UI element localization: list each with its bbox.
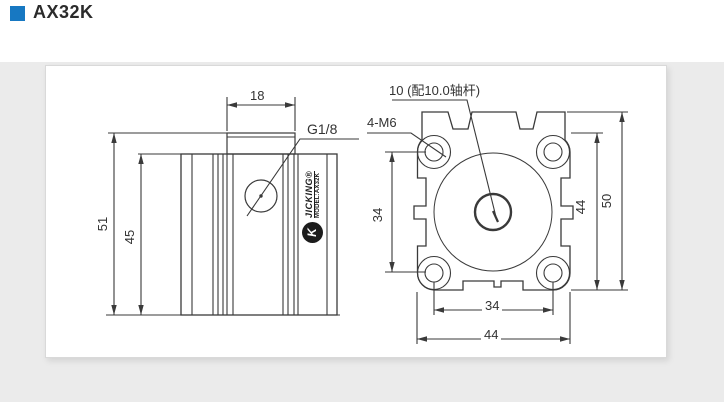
dim-label-total-height-side: 51 xyxy=(95,216,111,232)
bore-circle xyxy=(433,152,553,272)
port-leader-line xyxy=(246,138,359,217)
dim-45 xyxy=(138,154,144,315)
blue-square-bullet-icon xyxy=(10,6,25,21)
brand-plate: K JICKING® MODEL:AX32K xyxy=(296,151,328,243)
side-view xyxy=(106,97,359,316)
port-circle xyxy=(244,179,278,213)
front-view xyxy=(367,99,628,344)
dim-label-inner-height: 44 xyxy=(573,199,589,215)
dim-label-body-height: 45 xyxy=(122,229,138,245)
dim-34-vertical xyxy=(389,152,395,272)
dim-label-width: 44 xyxy=(481,328,502,342)
holes-leader-line xyxy=(367,132,447,158)
header-bar: AX32K xyxy=(0,0,724,34)
holes-label: 4-M6 xyxy=(367,115,397,130)
page-title: AX32K xyxy=(33,2,94,22)
dim-51 xyxy=(111,133,117,315)
rod-leader-line xyxy=(392,99,498,222)
front-profile-outline xyxy=(413,111,574,291)
rod-label: 10 (配10.0轴杆) xyxy=(389,83,481,98)
rod-hole-circle xyxy=(473,192,513,232)
dim-label-cap-width: 18 xyxy=(250,88,265,103)
brand-name: JICKING® xyxy=(303,170,315,218)
dim-label-hole-pitch-h: 34 xyxy=(482,299,503,313)
dim-44-vertical xyxy=(594,133,600,290)
dim-label-hole-pitch-v: 34 xyxy=(370,207,386,223)
brand-emblem-icon: K xyxy=(301,222,323,243)
port-label: G1/8 xyxy=(307,121,338,137)
dim-50-vertical xyxy=(619,112,625,290)
brand-model: MODEL:AX32K xyxy=(314,172,321,218)
dim-label-total-height-front: 50 xyxy=(599,193,615,209)
dim-18 xyxy=(227,102,295,108)
drawing-card xyxy=(45,65,667,358)
